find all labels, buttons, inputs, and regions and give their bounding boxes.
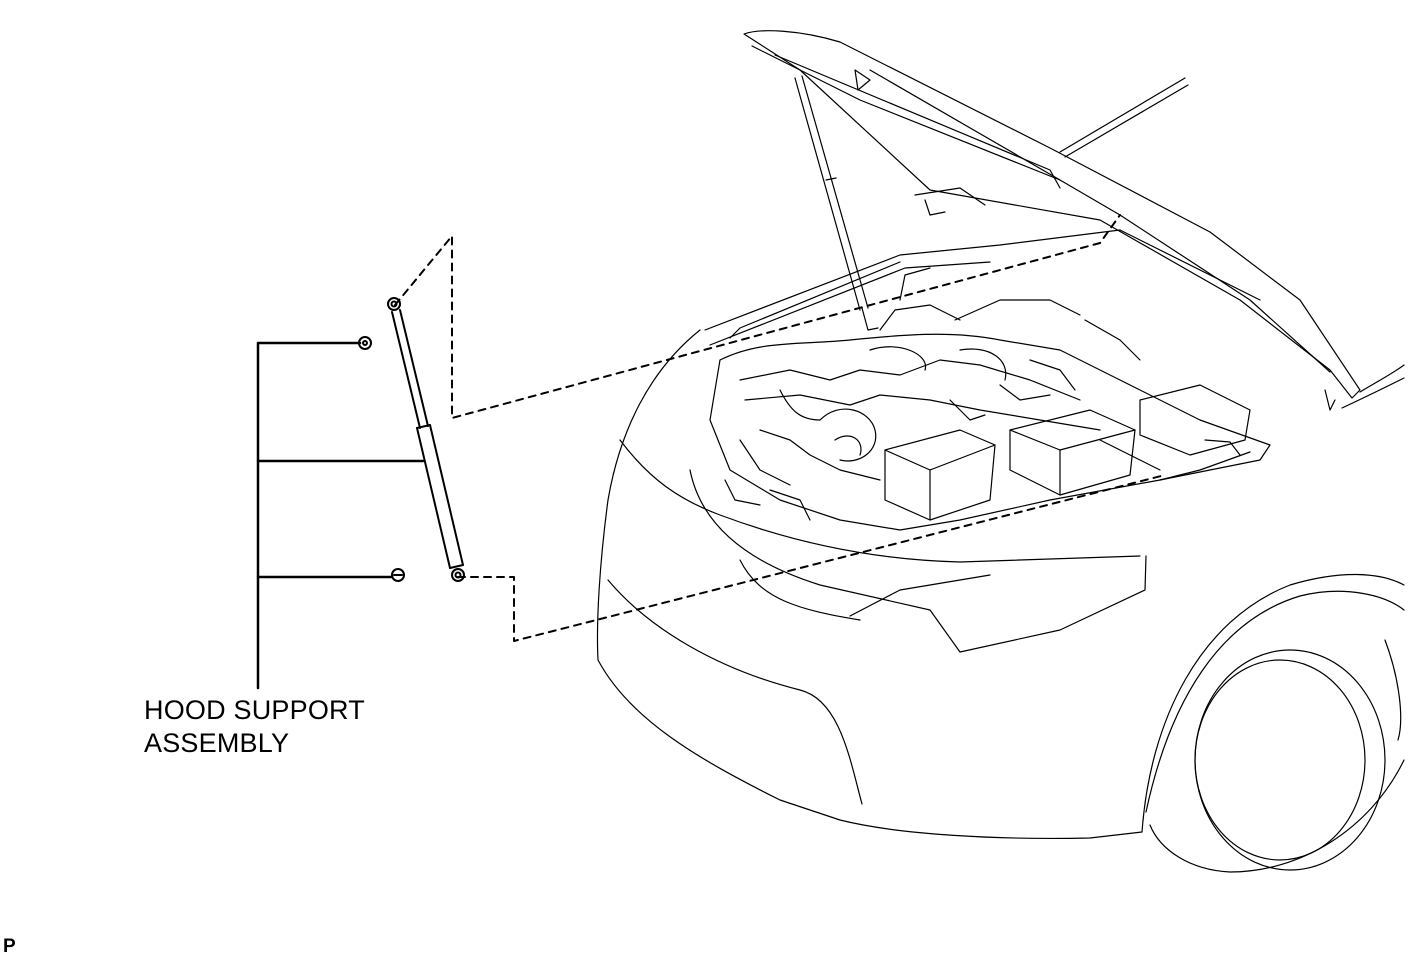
hood-panel <box>743 30 1361 399</box>
callout-bracket <box>256 341 425 690</box>
lower-projection <box>457 474 1166 642</box>
lower-ball-socket <box>451 568 465 582</box>
upper-ball-socket <box>387 297 401 311</box>
projection-lines <box>394 214 1166 642</box>
label-line-2: ASSEMBLY <box>144 728 290 758</box>
front-bumper <box>596 329 1143 840</box>
windshield-edge <box>1059 77 1186 153</box>
car-body <box>596 30 1405 873</box>
front-tire <box>1194 649 1386 871</box>
fasteners <box>358 336 405 582</box>
lower-bolt <box>391 568 405 582</box>
installed-strut <box>794 77 861 311</box>
label-line-1: HOOD SUPPORT <box>144 695 365 725</box>
upper-projection <box>394 214 1121 419</box>
hood-support-assembly <box>387 297 465 582</box>
engine-bay <box>709 267 1271 531</box>
hood-support-label: HOOD SUPPORT ASSEMBLY <box>144 694 365 760</box>
wheel-arch <box>1141 573 1405 833</box>
corner-mark: P <box>3 936 16 957</box>
